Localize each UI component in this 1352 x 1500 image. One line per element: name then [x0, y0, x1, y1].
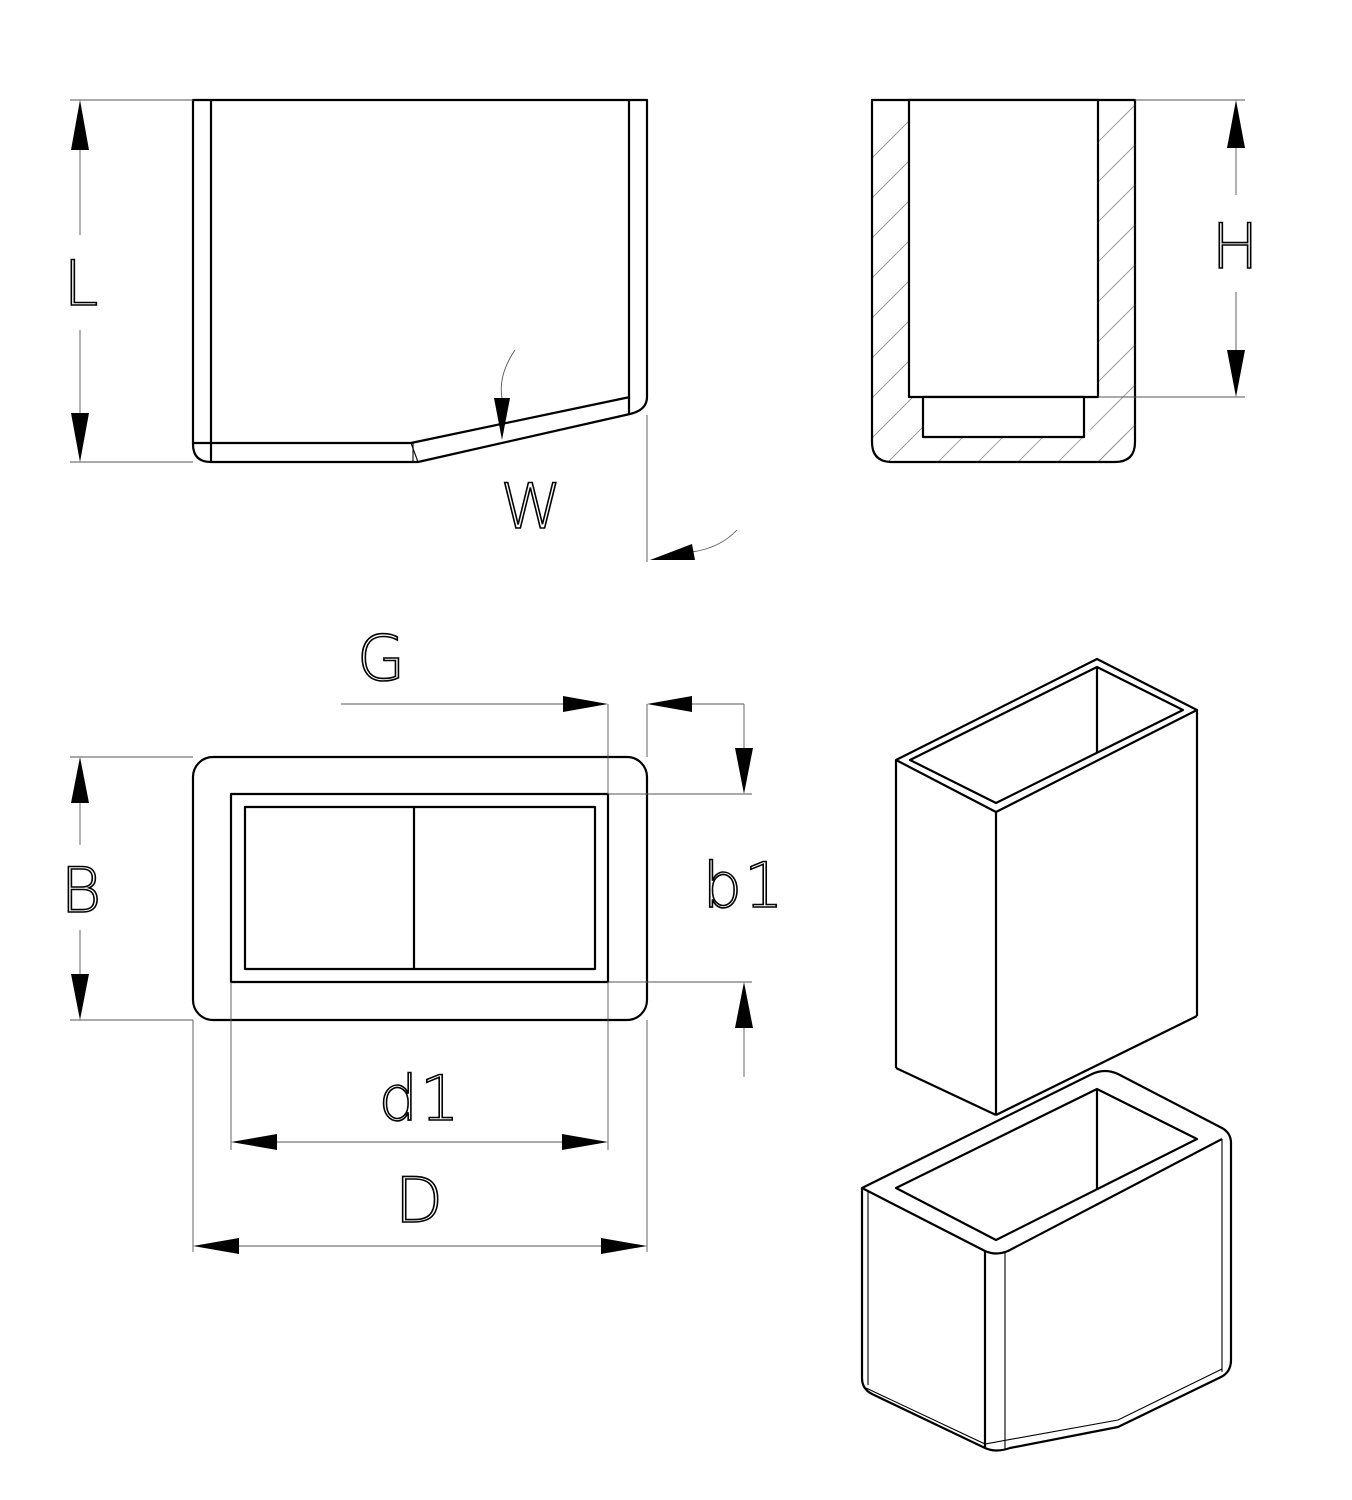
dimension-H: H [1098, 99, 1261, 398]
isometric-cap [860, 1069, 1233, 1452]
dimension-G: G [341, 621, 744, 794]
label-G: G [357, 622, 407, 695]
label-B: B [61, 854, 104, 927]
dimension-W: W [494, 349, 738, 562]
top-view [191, 755, 649, 1022]
dimension-B: B [60, 756, 193, 1021]
label-D: D [395, 1164, 445, 1237]
section-view [870, 98, 1137, 464]
isometric-tube [894, 657, 1199, 1116]
label-H: H [1212, 210, 1261, 283]
label-L: L [64, 247, 101, 320]
label-b1: b1 [703, 849, 786, 922]
dimension-d1: d1 [230, 982, 609, 1150]
label-W: W [500, 470, 563, 543]
dimension-D: D [192, 1020, 648, 1254]
dimension-b1: b1 [608, 704, 786, 1077]
front-view [191, 98, 649, 464]
label-d1: d1 [379, 1062, 462, 1135]
dimension-L: L [63, 99, 193, 463]
